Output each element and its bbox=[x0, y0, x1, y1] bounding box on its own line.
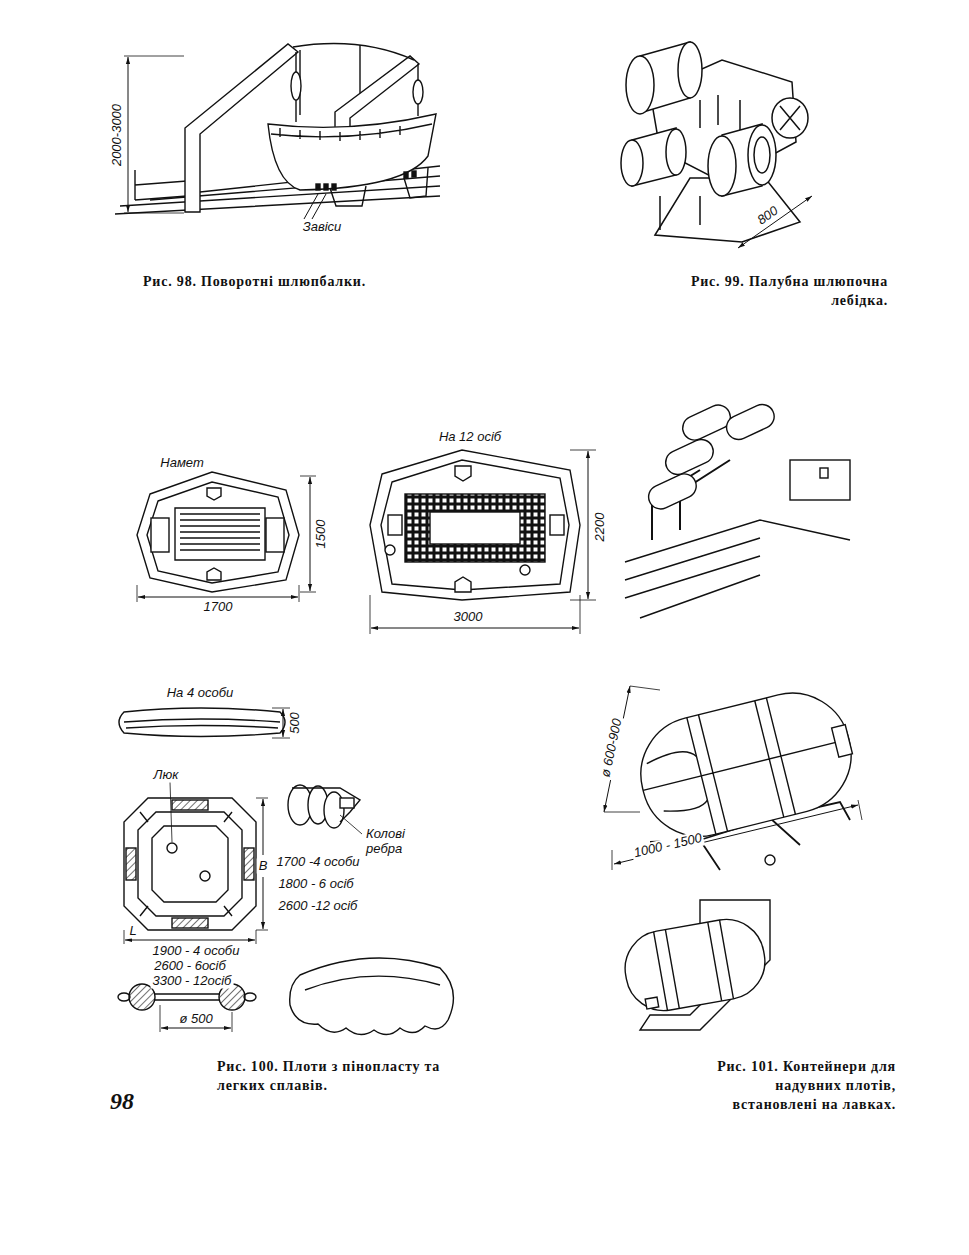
figure-caption: Рис. 101. Контейнери для надувних плотів… bbox=[706, 1058, 896, 1115]
dimension: 2000-3000 bbox=[110, 102, 125, 168]
dimension: 3000 bbox=[452, 610, 485, 625]
page-number: 98 bbox=[110, 1088, 170, 1115]
part-name: Люк bbox=[152, 768, 181, 783]
dimension: L bbox=[127, 924, 138, 939]
dimension: 1000 - 1500 bbox=[631, 830, 706, 861]
part-name: Завіси bbox=[301, 220, 344, 235]
davit-figure bbox=[115, 44, 440, 219]
dimension: 1500 bbox=[314, 518, 329, 551]
dimension: 500 bbox=[288, 710, 303, 736]
dimension: 2600 - 6осіб bbox=[152, 959, 228, 974]
dimension: 1900 - 4 особи bbox=[151, 944, 242, 959]
container-figures bbox=[604, 384, 863, 1030]
capacity-label: На 12 осіб bbox=[437, 430, 503, 445]
dimension: 1700 bbox=[202, 600, 235, 615]
figure-caption: Рис. 100. Плоти з пінопласту та легких с… bbox=[217, 1058, 457, 1096]
part-name: Колові ребра bbox=[364, 827, 432, 857]
winch-figure bbox=[621, 42, 812, 248]
figure-caption: Рис. 99. Палубна шлюпочна лебідка. bbox=[673, 273, 888, 311]
part-name: Намет bbox=[158, 456, 205, 471]
raft-figures bbox=[118, 450, 596, 1035]
dimension: 1700 -4 особи bbox=[274, 855, 361, 870]
capacity-label: На 4 особи bbox=[165, 686, 236, 701]
dimension: В bbox=[257, 859, 270, 874]
dimension: ø 500 bbox=[177, 1012, 214, 1027]
dimension: 2200 bbox=[593, 511, 608, 544]
figure-caption: Рис. 98. Поворотні шлюпбалки. bbox=[143, 273, 463, 292]
dimension: 2600 -12 осіб bbox=[277, 899, 360, 914]
dimension: ø 600-900 bbox=[598, 716, 626, 781]
dimension: 3300 - 12осіб bbox=[151, 974, 234, 989]
dimension: 800 bbox=[753, 203, 783, 230]
dimension: 1800 - 6 осіб bbox=[276, 877, 355, 892]
